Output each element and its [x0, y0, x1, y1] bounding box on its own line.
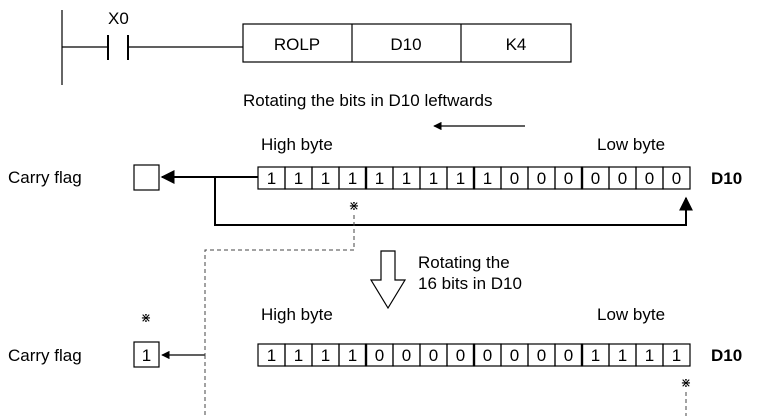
before-bit-value-9: 1: [429, 169, 438, 188]
after-bit-value-5: 0: [537, 346, 546, 365]
after-lsb-marker-icon: ⋇: [681, 375, 692, 390]
before-bit-value-15: 1: [267, 169, 276, 188]
after-bit-value-10: 0: [402, 346, 411, 365]
after-bit-cell-0: [662, 343, 691, 367]
after-low-byte-label: Low byte: [597, 305, 665, 324]
after-bit-value-8: 0: [456, 346, 465, 365]
before-bit-value-14: 1: [294, 169, 303, 188]
before-carry-box: [133, 164, 160, 191]
after-bit-value-13: 1: [321, 346, 330, 365]
contact-label: X0: [108, 9, 129, 28]
rotate-16-caption-line2: 16 bits in D10: [418, 274, 522, 293]
after-high-byte-label: High byte: [261, 305, 333, 324]
after-bit-value-4: 0: [564, 346, 573, 365]
instruction-box: [242, 23, 572, 63]
before-low-byte-label: Low byte: [597, 135, 665, 154]
after-carry-box: [133, 341, 160, 368]
after-bit-value-3: 1: [591, 346, 600, 365]
msb-to-carry-trace: [204, 215, 355, 355]
after-bit-value-6: 0: [510, 346, 519, 365]
before-bit-value-1: 0: [645, 169, 654, 188]
ladder-rung: X0 ROLP D10 K4: [61, 9, 572, 85]
before-bit-value-5: 0: [537, 169, 546, 188]
rotate-16-caption-line1: Rotating the: [418, 253, 510, 272]
after-bit-value-15: 1: [267, 346, 276, 365]
before-carry-flag-label: Carry flag: [8, 168, 82, 187]
after-carry-marker-icon: ⋇: [141, 310, 152, 325]
before-bit-value-7: 1: [483, 169, 492, 188]
after-bit-value-12: 1: [348, 346, 357, 365]
instruction-operand-d: D10: [390, 35, 421, 54]
after-register-label: D10: [711, 346, 742, 365]
instruction-operand-n: K4: [506, 35, 527, 54]
after-bit-value-14: 1: [294, 346, 303, 365]
rotate-left-caption: Rotating the bits in D10 leftwards: [243, 91, 492, 110]
before-bit-value-2: 0: [618, 169, 627, 188]
msb-to-lsb-loop-arrow: [214, 177, 693, 226]
after-bit-value-7: 0: [483, 346, 492, 365]
before-register-label: D10: [711, 169, 742, 188]
before-bit-value-8: 1: [456, 169, 465, 188]
before-high-byte-label: High byte: [261, 135, 333, 154]
after-bit-value-11: 0: [375, 346, 384, 365]
before-bit-value-13: 1: [321, 169, 330, 188]
before-bit-cell-0: [662, 166, 691, 190]
after-bit-value-0: 1: [672, 346, 681, 365]
before-msb-marker-icon: ⋇: [349, 198, 360, 213]
before-bit-value-6: 0: [510, 169, 519, 188]
after-bit-value-1: 1: [645, 346, 654, 365]
before-bit-value-11: 1: [375, 169, 384, 188]
before-bit-value-3: 0: [591, 169, 600, 188]
before-bit-value-12: 1: [348, 169, 357, 188]
instruction-mnemonic: ROLP: [274, 35, 320, 54]
after-carry-flag-label: Carry flag: [8, 346, 82, 365]
after-bit-value-9: 0: [429, 346, 438, 365]
down-hollow-arrow-icon: [369, 250, 407, 310]
before-bit-value-0: 0: [672, 169, 681, 188]
before-bit-value-4: 0: [564, 169, 573, 188]
after-bit-value-2: 1: [618, 346, 627, 365]
before-bit-value-10: 1: [402, 169, 411, 188]
after-carry-value: 1: [142, 346, 151, 365]
